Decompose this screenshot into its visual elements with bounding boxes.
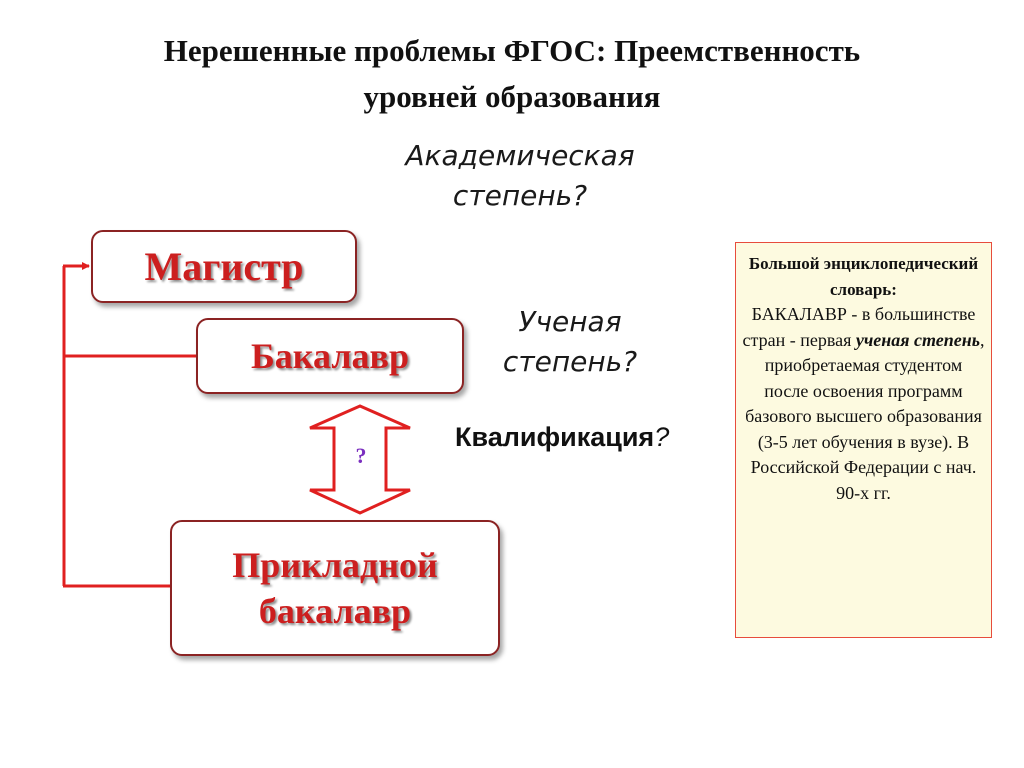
title-line-2: уровней образования [363,79,661,114]
applied-bachelor-box: Прикладной бакалавр [170,520,500,656]
master-box: Магистр [91,230,357,303]
qualification-label: Квалификация [455,422,655,452]
scholar-degree-line-2: степень? [502,345,638,378]
applied-bachelor-line-1: Прикладной [232,545,438,585]
arrow-question-mark: ? [355,443,367,468]
qualification-question-mark: ? [654,422,670,452]
qualification-note: Квалификация? [455,422,745,453]
bachelor-box: Бакалавр [196,318,464,394]
bachelor-label: Бакалавр [251,336,409,376]
dictionary-emphasis: ученая степень [855,329,980,350]
academic-degree-line-1: Академическая [405,139,635,172]
academic-degree-line-2: степень? [452,179,588,212]
master-label: Магистр [144,244,304,289]
dictionary-definition-box: Большой энциклопедический словарь: БАКАЛ… [735,242,992,638]
slide-title: Нерешенные проблемы ФГОС: Преемственност… [0,28,1024,120]
dictionary-heading: Большой энциклопедический словарь: [748,254,979,299]
title-line-1: Нерешенные проблемы ФГОС: Преемственност… [163,33,861,68]
scholar-degree-note: Ученая степень? [470,302,670,382]
applied-bachelor-line-2: бакалавр [258,591,412,631]
dictionary-text-after: , приобретаемая студентом после освоения… [745,329,985,503]
dictionary-text-before: БАКАЛАВР - в большинстве стран - первая [742,304,976,350]
academic-degree-note: Академическая степень? [360,136,680,216]
scholar-degree-line-1: Ученая [518,305,622,338]
